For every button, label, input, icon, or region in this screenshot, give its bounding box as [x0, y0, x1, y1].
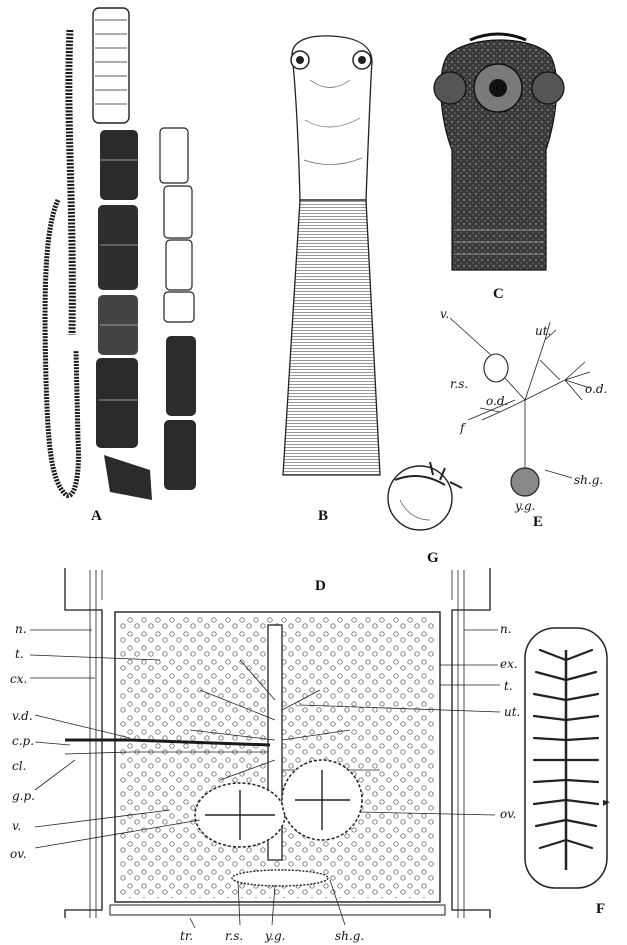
- label-d-vd: v.d.: [12, 709, 33, 723]
- label-d-ov-left: ov.: [10, 847, 26, 861]
- yolk-gland: [232, 870, 328, 886]
- label-e-v: v.: [440, 307, 449, 321]
- figure-d-proglottid: D n. t. cx. v.d. c.p. cl. g.p.: [10, 568, 520, 943]
- label-d-t-right: t.: [504, 679, 513, 693]
- label-e-f: f: [459, 421, 467, 435]
- figure-f-gravid-proglottid: F: [525, 628, 610, 917]
- figure-d-label: D: [315, 578, 326, 594]
- strobila-neck-b: [283, 200, 380, 475]
- label-e-ut: ut.: [535, 324, 551, 338]
- label-d-ut: ut.: [504, 705, 520, 719]
- figure-c-armed-scolex: C: [434, 34, 564, 302]
- label-e-shg: sh.g.: [574, 473, 603, 487]
- label-d-ex: ex.: [500, 657, 518, 671]
- figure-e-label: E: [533, 514, 543, 530]
- sucker-right-c: [532, 72, 564, 104]
- figure-g-label: G: [427, 550, 439, 566]
- label-d-rs: r.s.: [225, 929, 243, 943]
- label-d-shg: sh.g.: [335, 929, 364, 943]
- label-d-t-left: t.: [15, 647, 24, 661]
- label-d-cx: cx.: [10, 672, 27, 686]
- label-d-ov-right: ov.: [500, 807, 516, 821]
- label-d-n-left: n.: [15, 622, 27, 636]
- label-d-cl: cl.: [12, 759, 26, 773]
- receptaculum-e: [484, 354, 508, 382]
- figure-e-genital-glands: v. ut. r.s. o.d. o.d. f sh.g. y.g. E: [440, 307, 607, 530]
- strobila-thin-upper: [69, 30, 72, 335]
- strobila-right: [160, 128, 196, 490]
- label-d-cp: c.p.: [12, 734, 34, 748]
- label-e-yg: y.g.: [514, 499, 536, 513]
- figure-a-whole-worm: A: [45, 8, 196, 524]
- figure-g-embryo: G: [388, 462, 462, 566]
- label-e-od-left: o.d.: [486, 394, 508, 408]
- label-d-tr: tr.: [180, 929, 193, 943]
- label-d-n-right: n.: [500, 622, 512, 636]
- strobila-thick-middle: [93, 8, 152, 500]
- sucker-left-c: [434, 72, 466, 104]
- shell-gland-e: [511, 468, 539, 496]
- figure-a-label: A: [91, 508, 102, 524]
- label-e-od-right: o.d.: [585, 382, 607, 396]
- label-e-rs: r.s.: [450, 377, 468, 391]
- figure-c-label: C: [493, 286, 504, 302]
- label-d-yg: y.g.: [264, 929, 286, 943]
- figure-b-scolex-neck: B: [283, 36, 380, 524]
- figure-b-label: B: [318, 508, 328, 524]
- label-d-gp: g.p.: [12, 789, 35, 803]
- vagina-e: [450, 318, 492, 356]
- label-d-v: v.: [12, 819, 21, 833]
- figure-f-label: F: [596, 901, 605, 917]
- rostellum-hooks: [470, 34, 526, 40]
